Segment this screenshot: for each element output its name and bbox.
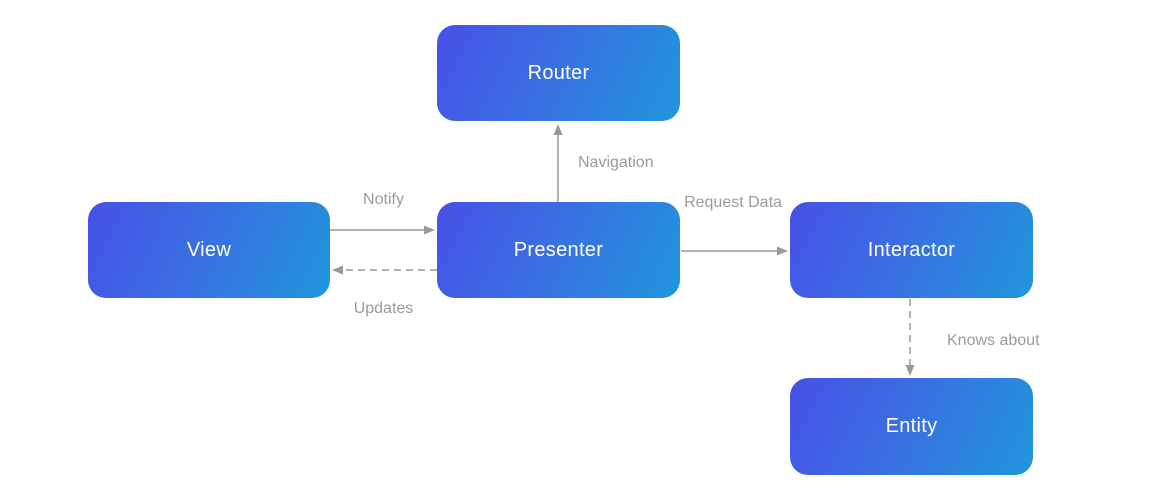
node-interactor-label: Interactor xyxy=(867,238,956,261)
node-router-label: Router xyxy=(527,61,590,84)
edge-label-updates: Updates xyxy=(353,300,414,317)
node-view-label: View xyxy=(186,238,232,261)
node-entity-label: Entity xyxy=(885,415,938,437)
node-entity: Entity xyxy=(790,378,1033,475)
edge-label-knows-about: Knows about xyxy=(947,332,1040,349)
node-interactor: Interactor xyxy=(790,202,1033,298)
node-presenter: Presenter xyxy=(437,202,680,298)
node-view: View xyxy=(88,202,330,298)
edge-label-navigation: Navigation xyxy=(578,154,654,171)
edge-label-notify: Notify xyxy=(363,191,404,208)
node-presenter-label: Presenter xyxy=(513,238,604,261)
node-router: Router xyxy=(437,25,680,121)
edge-label-request-data: Request Data xyxy=(684,194,782,211)
